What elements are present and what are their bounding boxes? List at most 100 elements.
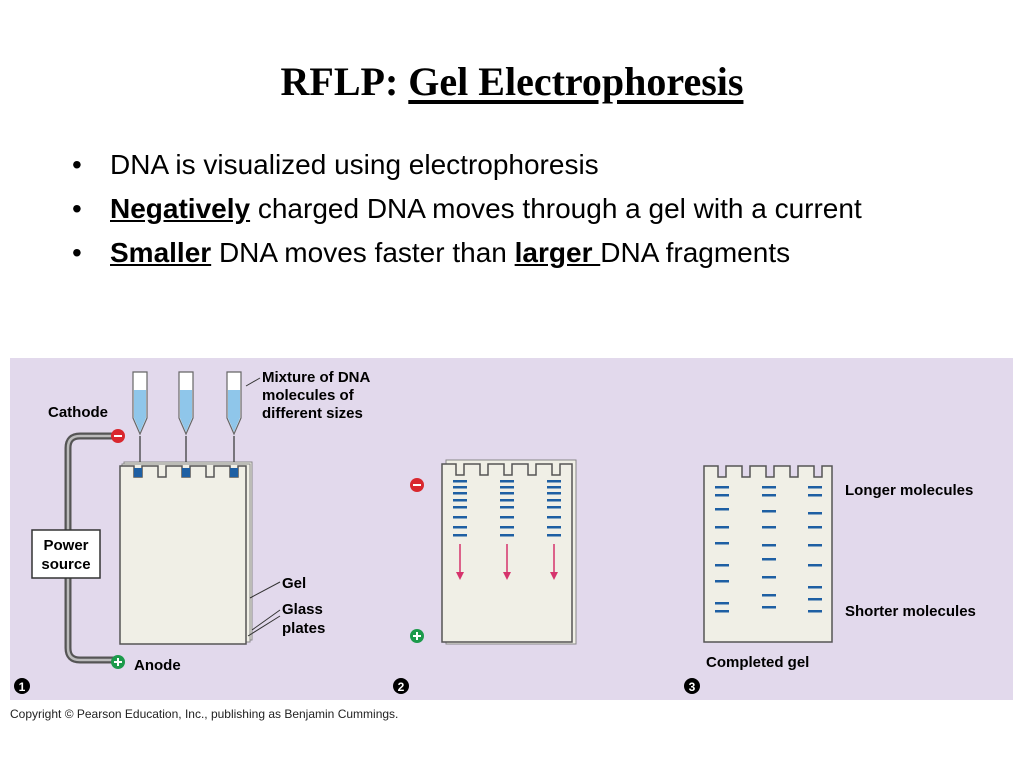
mixture-label: different sizes [262,405,363,422]
step-number: 3 [689,680,696,694]
dna-sample-in-well [134,468,142,477]
title-underlined: Gel Electrophoresis [408,59,744,104]
cathode-label: Cathode [48,404,108,421]
dna-band [500,480,514,483]
dna-band [762,486,776,489]
dna-band [547,480,561,483]
step-number: 1 [19,680,26,694]
dna-band [762,494,776,497]
plus-sign-icon [413,632,421,640]
dna-band [500,486,514,489]
dna-band [453,492,467,495]
dna-band [762,606,776,609]
completed-gel-label: Completed gel [706,654,809,671]
band-group [715,486,822,613]
migration-arrow-icon [503,544,511,580]
pipette-icon [132,371,148,462]
leader-line [249,581,281,599]
pipette-icon [178,371,194,462]
dna-band [715,486,729,489]
plus-sign-icon [114,658,122,666]
bullet-bold-term: Negatively [110,193,251,224]
dna-band [547,486,561,489]
dna-band [547,492,561,495]
dna-band [808,512,822,515]
dna-band [762,544,776,547]
leader-line [247,615,281,637]
gel-slab [703,465,833,643]
shorter-molecules-label: Shorter molecules [845,603,976,620]
bullet-text: DNA is visualized using electrophoresis [110,149,599,180]
bullet-item: •Negatively charged DNA moves through a … [72,193,862,224]
leader-line [251,609,281,631]
dna-band [808,486,822,489]
step-number: 2 [398,680,405,694]
bullet-text: charged DNA moves through a gel with a c… [250,193,862,224]
title-prefix: RFLP: [280,59,399,104]
dna-band [762,526,776,529]
copyright-notice: Copyright © Pearson Education, Inc., pub… [10,707,399,721]
bullet-item: •DNA is visualized using electrophoresis [72,149,599,180]
dna-band [453,506,467,509]
dna-band [808,586,822,589]
dna-band [500,506,514,509]
longer-molecules-label: Longer molecules [845,482,973,499]
dna-band [715,564,729,567]
dna-band [715,494,729,497]
dna-band [762,594,776,597]
bullet-text: DNA moves faster than [211,237,515,268]
power-source-label: source [41,556,90,573]
dna-band [808,598,822,601]
minus-sign-icon [114,435,122,437]
dna-band [547,526,561,529]
dna-band [762,510,776,513]
dna-band [715,526,729,529]
bullet-text: DNA fragments [600,237,791,268]
gel-label: Gel [282,575,306,592]
glass-plates-label: plates [282,620,325,637]
mixture-label: molecules of [262,387,355,404]
gel-slab [119,465,247,645]
bullet-bold-term: Smaller [110,237,212,268]
dna-band [500,526,514,529]
dna-band [808,494,822,497]
dna-band [715,610,729,613]
step-marker [14,678,30,694]
mixture-label: Mixture of DNA [262,369,371,386]
step-marker [684,678,700,694]
bullet-list: •DNA is visualized using electrophoresis… [68,148,968,280]
dna-band [547,506,561,509]
dna-sample-in-well [182,468,190,477]
migration-arrow-icon [550,544,558,580]
dna-band [500,492,514,495]
dna-band [808,526,822,529]
migration-arrow-icon [456,544,464,580]
dna-band [762,576,776,579]
dna-band [453,499,467,502]
dna-band [453,486,467,489]
glass-plates-label: Glass [282,601,323,618]
band-group [453,480,561,537]
dna-band [808,544,822,547]
electrophoresis-figure: Power source Cathode Anode Mixture of DN… [10,358,1013,700]
dna-band [500,534,514,537]
minus-sign-icon [413,484,421,486]
dna-band [808,564,822,567]
dna-band [547,499,561,502]
dna-sample-in-well [230,468,238,477]
dna-band [547,516,561,519]
dna-band [500,499,514,502]
dna-band [808,610,822,613]
dna-band [762,558,776,561]
power-source-box [31,529,101,579]
dna-band [715,580,729,583]
dna-band [500,516,514,519]
dna-band [547,534,561,537]
dna-band [453,480,467,483]
dna-band [453,526,467,529]
dna-band [715,542,729,545]
dna-band [715,508,729,511]
anode-label: Anode [134,657,181,674]
pipette-icon [226,371,242,462]
power-source-label: Power [43,537,88,554]
